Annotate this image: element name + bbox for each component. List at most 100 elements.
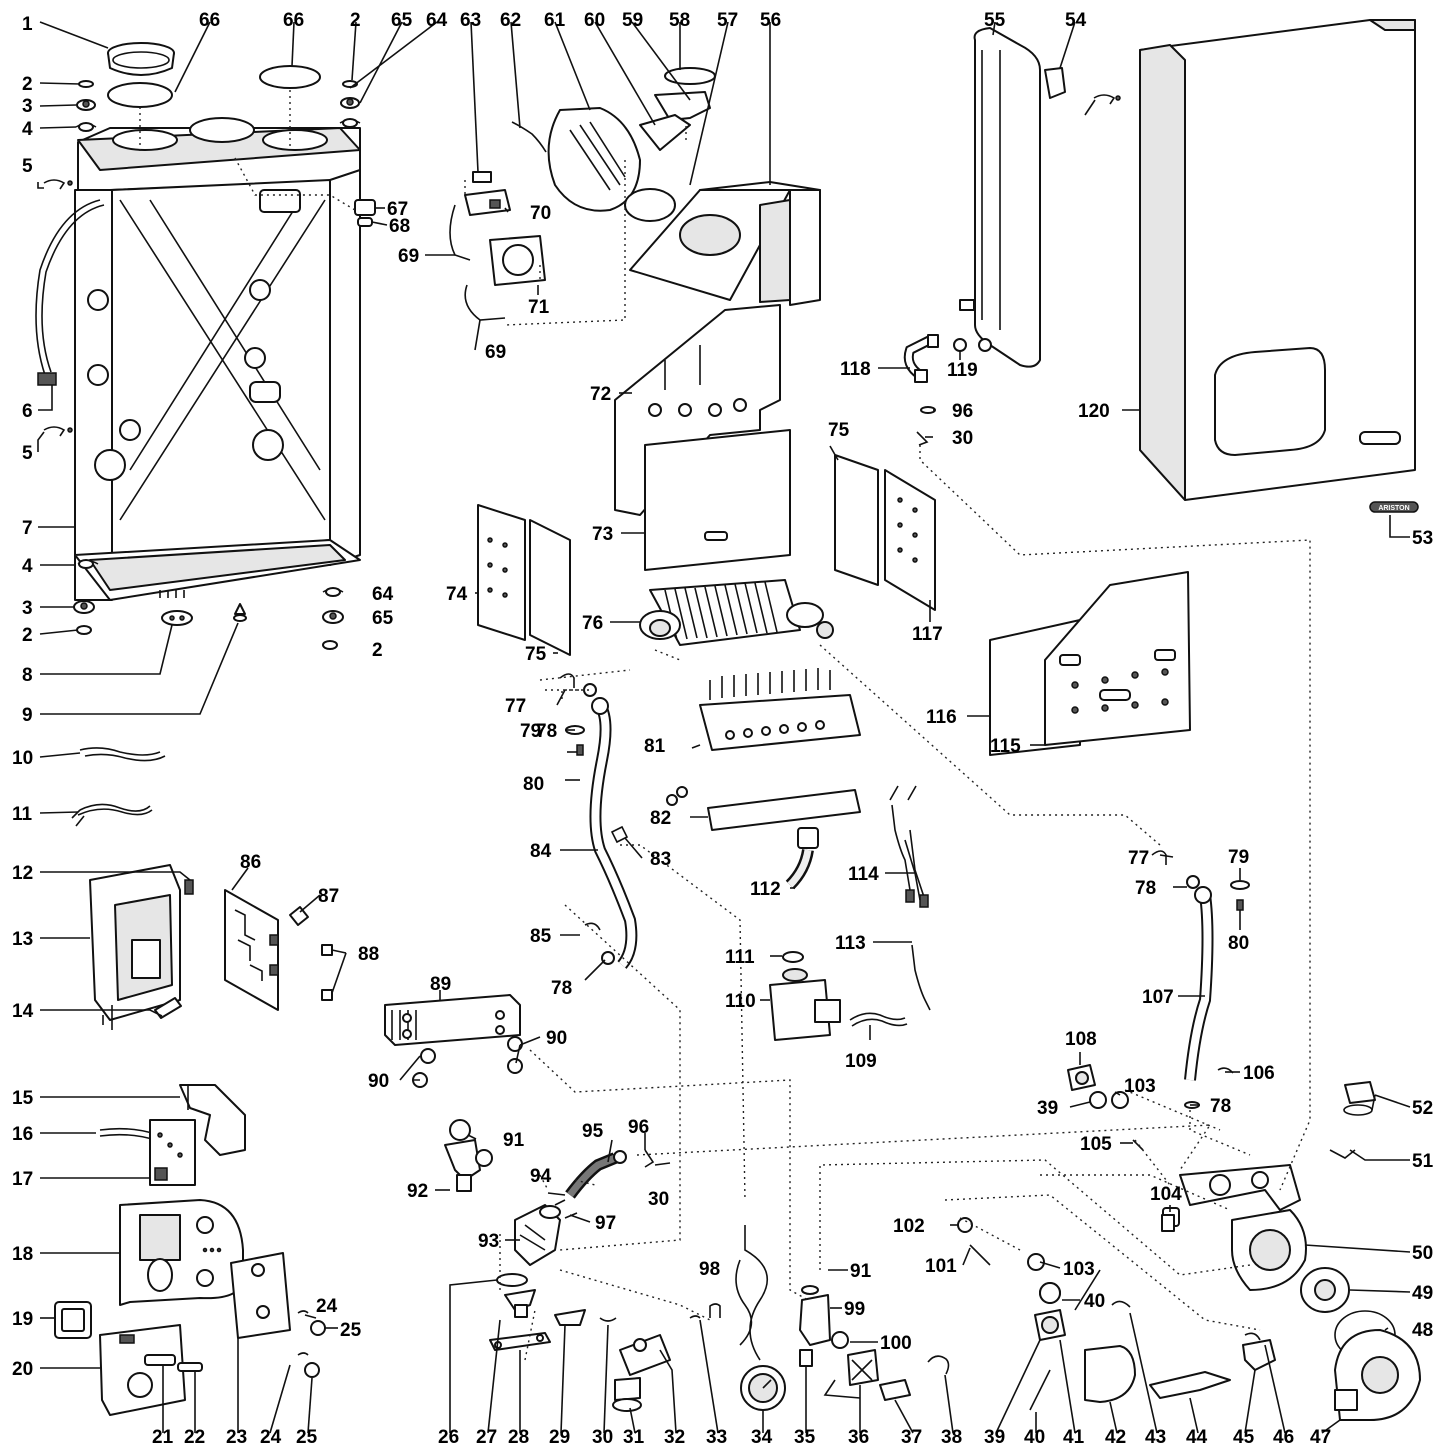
part-label: 61 — [544, 10, 566, 31]
part-label: 24 — [260, 1427, 282, 1448]
part-label: 26 — [438, 1427, 459, 1448]
part-label: 34 — [751, 1427, 773, 1448]
part-label: 35 — [794, 1427, 816, 1448]
pipe-84 — [589, 697, 638, 969]
part-label: 2 — [372, 640, 383, 661]
part-label: 37 — [901, 1427, 922, 1448]
part-label: 47 — [1310, 1427, 1331, 1448]
part-label: 30 — [648, 1189, 669, 1210]
part-label: 54 — [1065, 10, 1087, 31]
part-label: 79 — [1228, 847, 1249, 868]
part-label: 87 — [318, 886, 339, 907]
small-parts-top — [43, 80, 1121, 437]
part-label: 12 — [12, 863, 33, 884]
part-label: 30 — [952, 428, 973, 449]
part-label: 58 — [669, 10, 690, 31]
part-label: 80 — [1228, 933, 1249, 954]
valve-92 — [444, 1119, 493, 1192]
part-label: 16 — [12, 1124, 33, 1145]
part-label: 97 — [595, 1213, 616, 1234]
side-panel-117 — [884, 469, 936, 611]
part-label: 40 — [1084, 1291, 1105, 1312]
insulation-panel-73 — [644, 429, 791, 571]
part-label: 78 — [1210, 1096, 1231, 1117]
control-box — [89, 864, 194, 1030]
front-panel-115 — [1044, 571, 1191, 746]
part-label: 30 — [592, 1427, 613, 1448]
flow-group-93 — [514, 1204, 561, 1266]
part-label: 56 — [760, 10, 781, 31]
part-label: 114 — [848, 864, 879, 885]
part-label: 51 — [1412, 1151, 1434, 1172]
part-label: 72 — [590, 384, 611, 405]
cover-plate-right — [259, 65, 321, 89]
bottom-small-parts — [73, 559, 344, 650]
part-label: 119 — [947, 360, 978, 381]
part-label: 21 — [152, 1427, 174, 1448]
part-label: 19 — [12, 1309, 33, 1330]
part-label: 83 — [650, 849, 671, 870]
part-label: 50 — [1412, 1243, 1433, 1264]
part-label: 28 — [508, 1427, 529, 1448]
part-label: 45 — [1233, 1427, 1255, 1448]
part-label: 7 — [22, 518, 33, 539]
part-label: 39 — [1037, 1098, 1058, 1119]
part-label: 108 — [1065, 1029, 1097, 1050]
part-label: 66 — [283, 10, 304, 31]
lower-hydraulic-parts — [489, 1273, 721, 1412]
part-label: 99 — [844, 1299, 865, 1320]
hose-95 — [554, 1149, 655, 1219]
part-label: 85 — [530, 926, 552, 947]
cover-plate-left — [107, 82, 173, 108]
part-label: 3 — [22, 598, 33, 619]
part-label: 22 — [184, 1427, 205, 1448]
part-label: 18 — [12, 1244, 33, 1265]
part-label: 89 — [430, 974, 451, 995]
part-label: 63 — [460, 10, 481, 31]
part-label: 44 — [1186, 1427, 1208, 1448]
pump-and-hydraulic-block — [1027, 1081, 1421, 1421]
part-label: 62 — [500, 10, 521, 31]
part-label: 80 — [523, 774, 544, 795]
gas-manifold — [666, 786, 861, 831]
part-label: 29 — [549, 1427, 570, 1448]
part-label: 5 — [22, 156, 33, 177]
part-label: 71 — [528, 297, 550, 318]
main-pcb — [224, 889, 333, 1011]
part-label: 82 — [650, 808, 671, 829]
bracket-15 — [179, 1084, 246, 1156]
part-label: 103 — [1063, 1259, 1095, 1280]
part-label: 3 — [22, 96, 33, 117]
part-label: 33 — [706, 1427, 727, 1448]
part-label: 91 — [503, 1130, 525, 1151]
part-number-labels: 1 2 3 4 5 6 5 7 4 3 2 8 9 10 11 12 13 14… — [12, 10, 1434, 1448]
part-label: 112 — [750, 879, 781, 900]
part-label: 92 — [407, 1181, 428, 1202]
part-label: 2 — [22, 74, 33, 95]
part-label: 113 — [835, 933, 866, 954]
part-label: 5 — [22, 443, 33, 464]
part-label: 15 — [12, 1088, 34, 1109]
heat-exchanger — [639, 579, 834, 646]
side-panel-74 — [477, 504, 526, 641]
side-panel-75a — [529, 519, 571, 656]
part-label: 118 — [840, 359, 871, 380]
part-label: 102 — [893, 1216, 925, 1237]
part-label: 116 — [926, 707, 957, 728]
part-label: 49 — [1412, 1283, 1433, 1304]
part-label: 94 — [530, 1166, 552, 1187]
part-label: 9 — [22, 705, 33, 726]
part-label: 4 — [22, 119, 33, 140]
connection-lines — [139, 90, 1311, 1361]
pipe-118-119 — [903, 334, 967, 446]
outer-casing — [1139, 19, 1416, 501]
flue-collar — [107, 42, 175, 76]
part-label: 98 — [699, 1259, 720, 1280]
part-label: 25 — [296, 1427, 318, 1448]
part-label: 46 — [1273, 1427, 1294, 1448]
part-label: 100 — [880, 1333, 912, 1354]
part-label: 1 — [22, 14, 33, 35]
clip-83 — [610, 825, 629, 844]
cables — [71, 747, 166, 827]
